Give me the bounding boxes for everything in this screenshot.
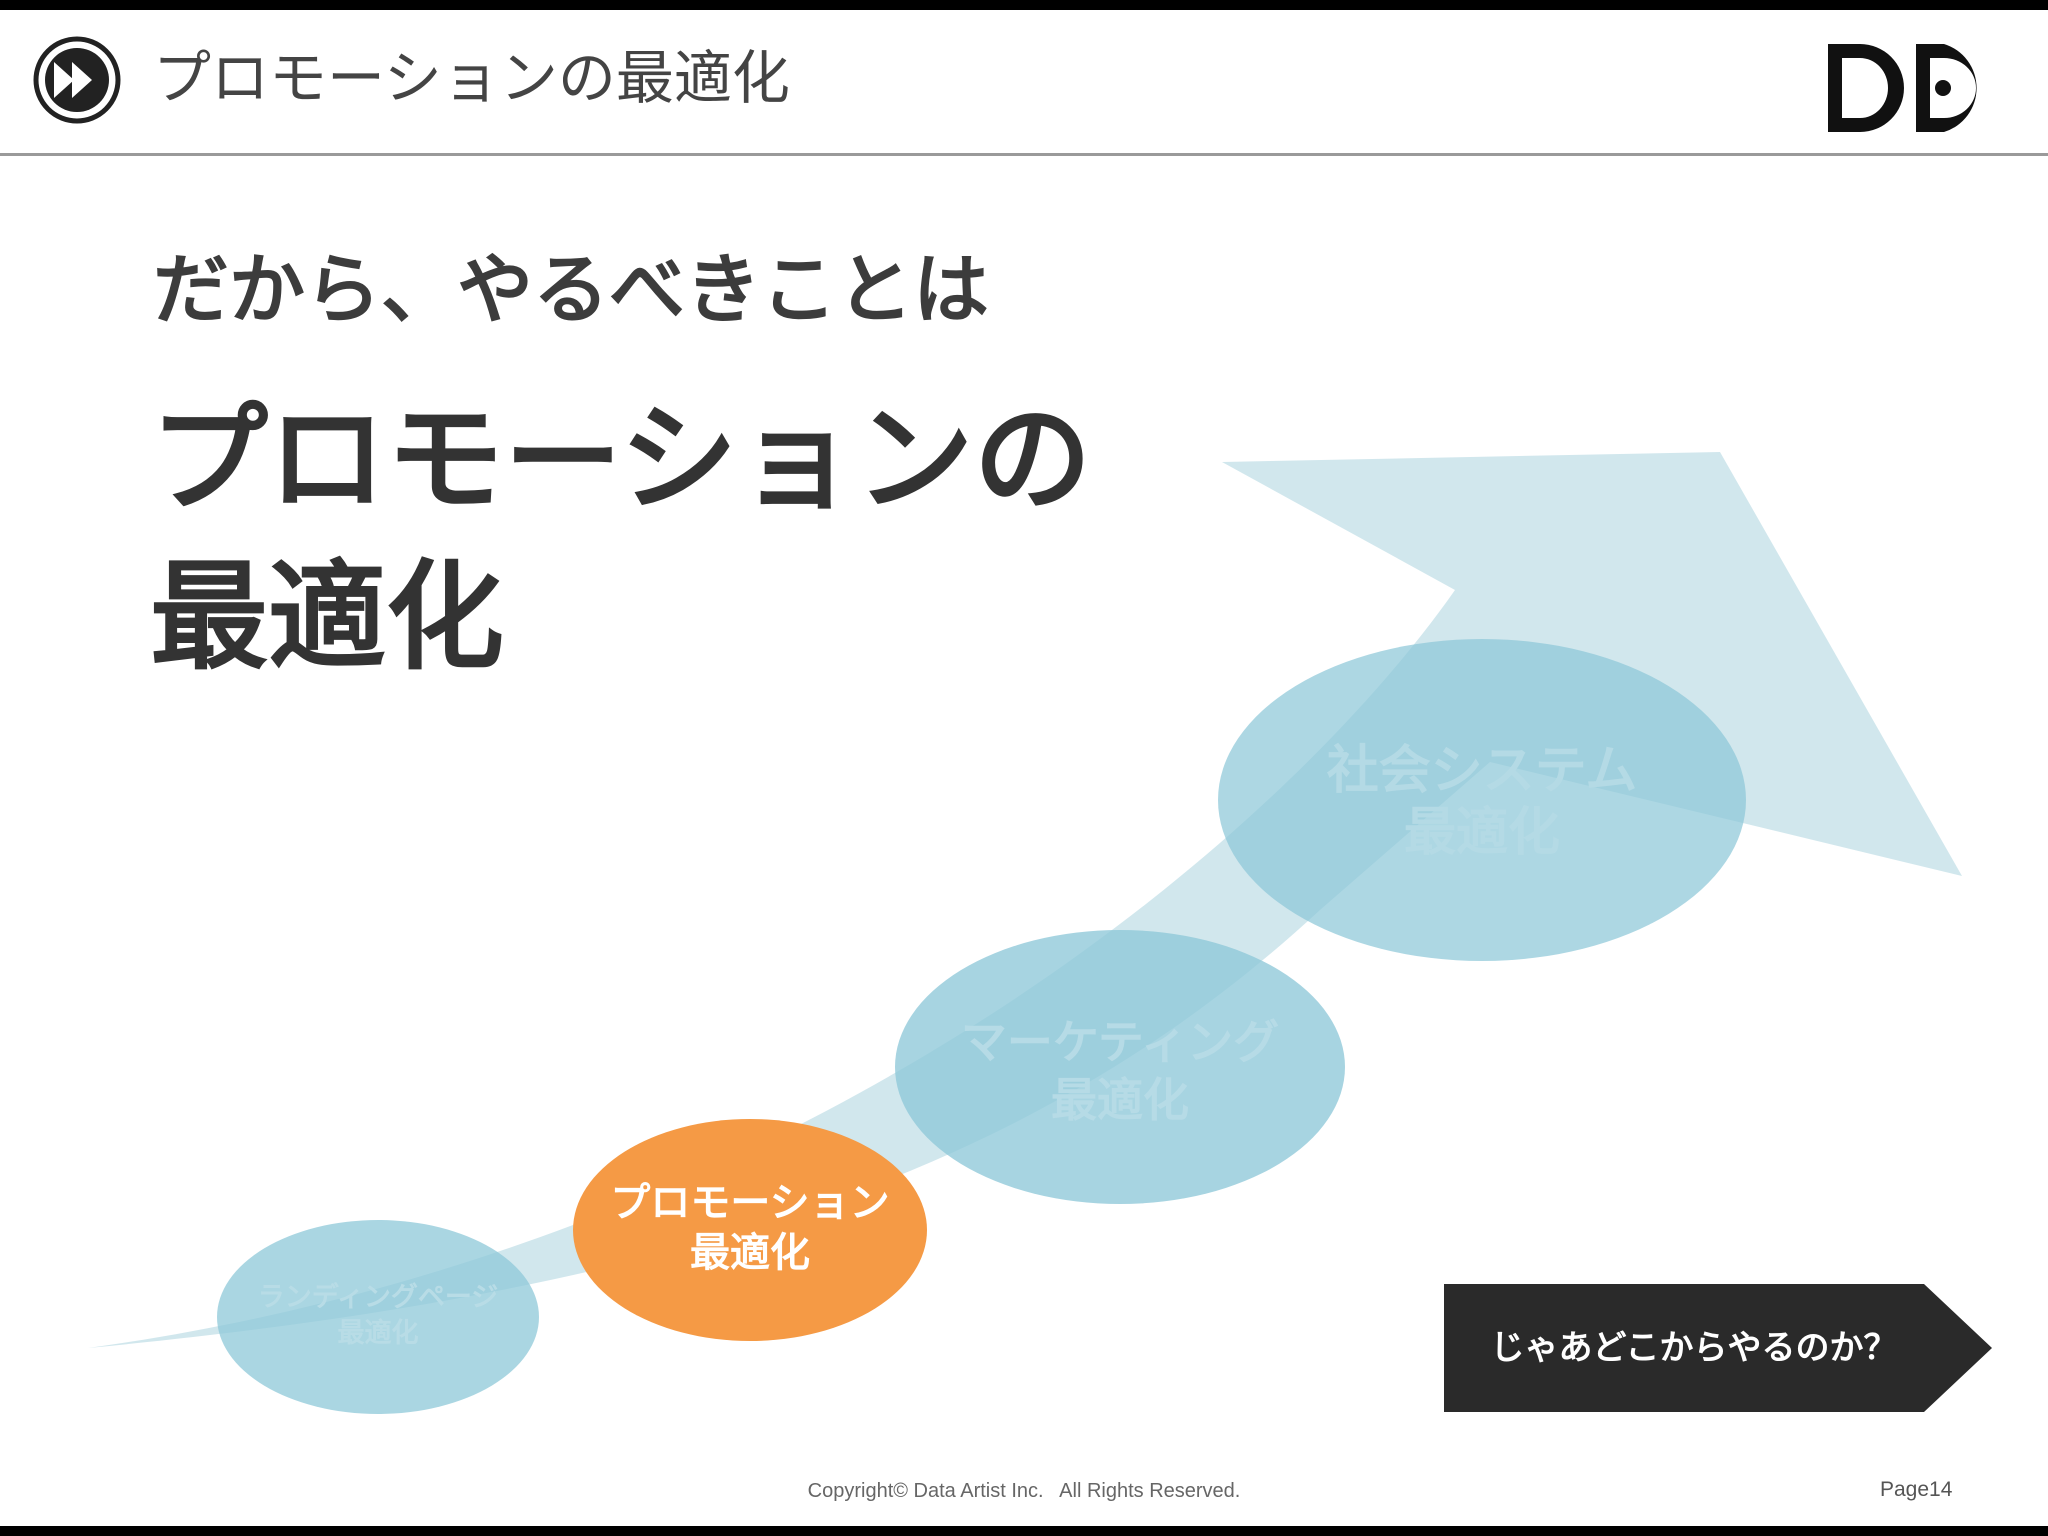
- stage-label-landing-page: ランディングページ 最適化: [257, 1282, 499, 1349]
- page-number: Page14: [1880, 1478, 1953, 1501]
- copyright-text: Copyright© Data Artist Inc. All Rights R…: [807, 1480, 1241, 1502]
- slide: プロモーションの最適化 だから、やるべきことは プロモーションの 最適化 ランデ…: [0, 10, 2048, 1526]
- stage-label-marketing: マーケティング 最適化: [960, 1015, 1280, 1127]
- cta-label: じゃあどこからやるのか？: [1490, 1328, 1898, 1368]
- header-bar: プロモーションの最適化: [0, 10, 2048, 156]
- arrow-banner-shape: [1444, 1284, 1992, 1412]
- stage-ellipse-promotion: [573, 1119, 927, 1341]
- stage-label-promotion: プロモーション 最適化: [610, 1180, 890, 1276]
- stage-ellipse-landing-page: [217, 1220, 539, 1414]
- header-title: プロモーションの最適化: [153, 44, 790, 112]
- growth-diagram: [88, 452, 1962, 1414]
- stage-ellipse-marketing: [895, 930, 1345, 1204]
- next-question-button[interactable]: じゃあどこからやるのか？: [1444, 1284, 1992, 1412]
- stage-label-social-system: 社会システム 最適化: [1326, 741, 1638, 863]
- headline: プロモーションの 最適化: [150, 380, 1092, 696]
- headline-line-1: プロモーションの: [150, 390, 1092, 528]
- forward-arrow-circle-icon: [33, 36, 121, 124]
- stage-ellipse-social-system: [1218, 639, 1746, 961]
- lead-text: だから、やるべきことは: [153, 245, 989, 334]
- headline-line-2: 最適化: [150, 548, 505, 686]
- company-logo: [1828, 44, 1977, 132]
